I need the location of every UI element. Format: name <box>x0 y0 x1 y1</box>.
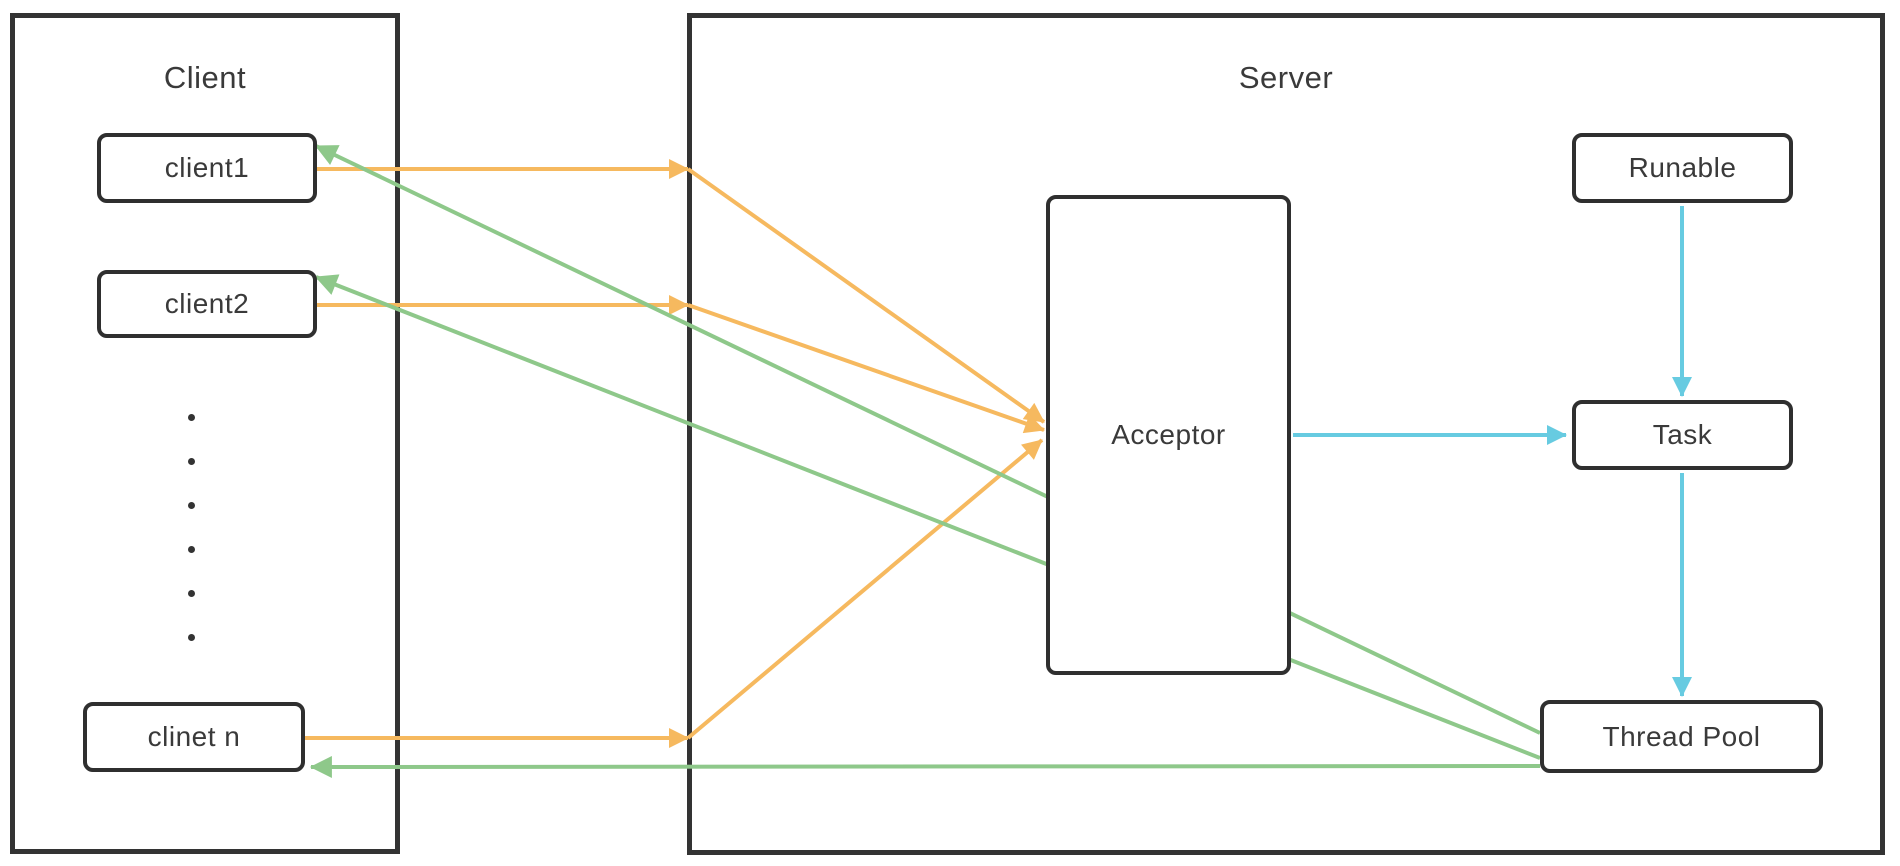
ellipsis-dot <box>188 546 195 553</box>
edge-server-border-to-acceptor-1 <box>686 167 1046 424</box>
node-runable: Runable <box>1572 133 1793 203</box>
node-client1: client1 <box>97 133 317 203</box>
node-runable-label: Runable <box>1628 152 1737 183</box>
server-panel-title: Server <box>1238 60 1334 95</box>
ellipsis-dot <box>188 590 195 597</box>
node-client1-label: client1 <box>164 152 250 183</box>
node-client2: client2 <box>97 270 317 338</box>
ellipsis-dot <box>188 502 195 509</box>
node-thread-pool: Thread Pool <box>1540 700 1823 773</box>
client-panel-title: Client <box>163 60 247 95</box>
ellipsis-dot <box>188 634 195 641</box>
client-panel: Client <box>10 13 400 854</box>
node-acceptor-label: Acceptor <box>1111 419 1226 450</box>
edge-threadpool-to-clinetn <box>309 755 1541 778</box>
edge-server-border-to-acceptor-3 <box>686 438 1044 740</box>
node-client2-label: client2 <box>164 288 250 319</box>
node-clinet-n: clinet n <box>83 702 305 772</box>
node-clinet-n-label: clinet n <box>147 721 241 752</box>
edge-threadpool-to-client2 <box>314 274 1541 760</box>
node-acceptor: Acceptor <box>1046 195 1291 675</box>
edge-threadpool-to-client1 <box>315 144 1541 735</box>
edge-server-border-to-acceptor-2 <box>687 303 1045 434</box>
ellipsis-dots <box>188 414 195 641</box>
server-panel: Server <box>687 13 1885 855</box>
ellipsis-dot <box>188 458 195 465</box>
node-task: Task <box>1572 400 1793 470</box>
node-task-label: Task <box>1652 419 1713 450</box>
ellipsis-dot <box>188 414 195 421</box>
node-thread-pool-label: Thread Pool <box>1602 720 1761 752</box>
